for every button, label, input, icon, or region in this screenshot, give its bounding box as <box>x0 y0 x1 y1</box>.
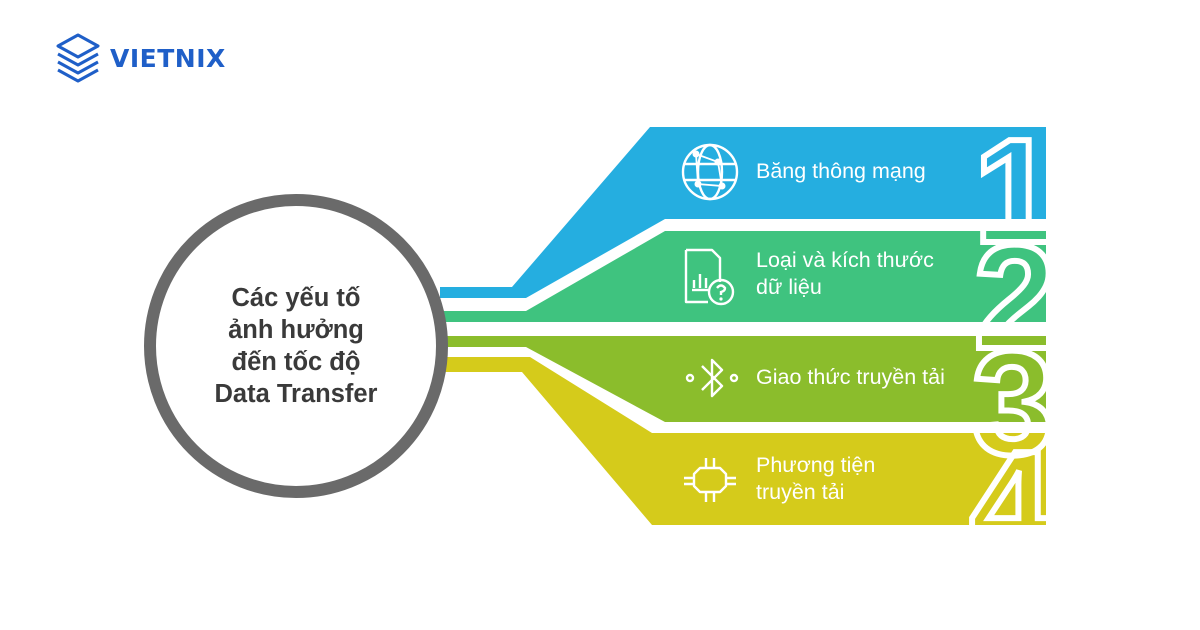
center-title-line: đến tốc độ <box>231 348 361 376</box>
ribbon-4 <box>440 357 1046 525</box>
circuit-connector-icon <box>684 458 736 502</box>
item-2-label: Loại và kích thước dữ liệu <box>756 247 934 301</box>
item-label-line: Băng thông mạng <box>756 159 926 183</box>
item-3-number: 3 <box>969 321 1057 486</box>
center-circle: Các yếu tố ảnh hưởng đến tốc độ Data Tra… <box>144 194 448 498</box>
item-label-line: Phương tiện <box>756 453 876 477</box>
item-4-label: Phương tiện truyền tải <box>756 452 875 506</box>
ribbon-1 <box>440 127 1046 298</box>
stacked-layers-logo-icon <box>56 33 100 83</box>
bluetooth-icon <box>685 358 739 398</box>
item-label-line: dữ liệu <box>756 275 822 299</box>
item-label-line: truyền tải <box>756 480 845 504</box>
item-1-label: Băng thông mạng <box>756 158 926 185</box>
item-2-number: 2 <box>971 215 1059 380</box>
globe-network-icon <box>681 143 739 201</box>
file-chart-question-icon <box>684 248 735 306</box>
brand-logo[interactable]: VIETNIX <box>50 30 226 86</box>
item-3-label: Giao thức truyền tải <box>756 364 945 391</box>
ribbon-3 <box>440 336 1046 422</box>
brand-name: VIETNIX <box>110 43 226 73</box>
center-title-line: Các yếu tố <box>231 284 361 312</box>
ribbon-2 <box>440 231 1046 322</box>
item-label-line: Loại và kích thước <box>756 248 934 272</box>
center-title: Các yếu tố ảnh hưởng đến tốc độ Data Tra… <box>186 282 406 410</box>
item-label-line: Giao thức truyền tải <box>756 365 945 389</box>
item-4-number: 4 <box>967 421 1055 586</box>
item-1-number: 1 <box>971 109 1059 274</box>
center-title-line: ảnh hưởng <box>228 316 364 344</box>
center-title-line: Data Transfer <box>214 380 378 408</box>
